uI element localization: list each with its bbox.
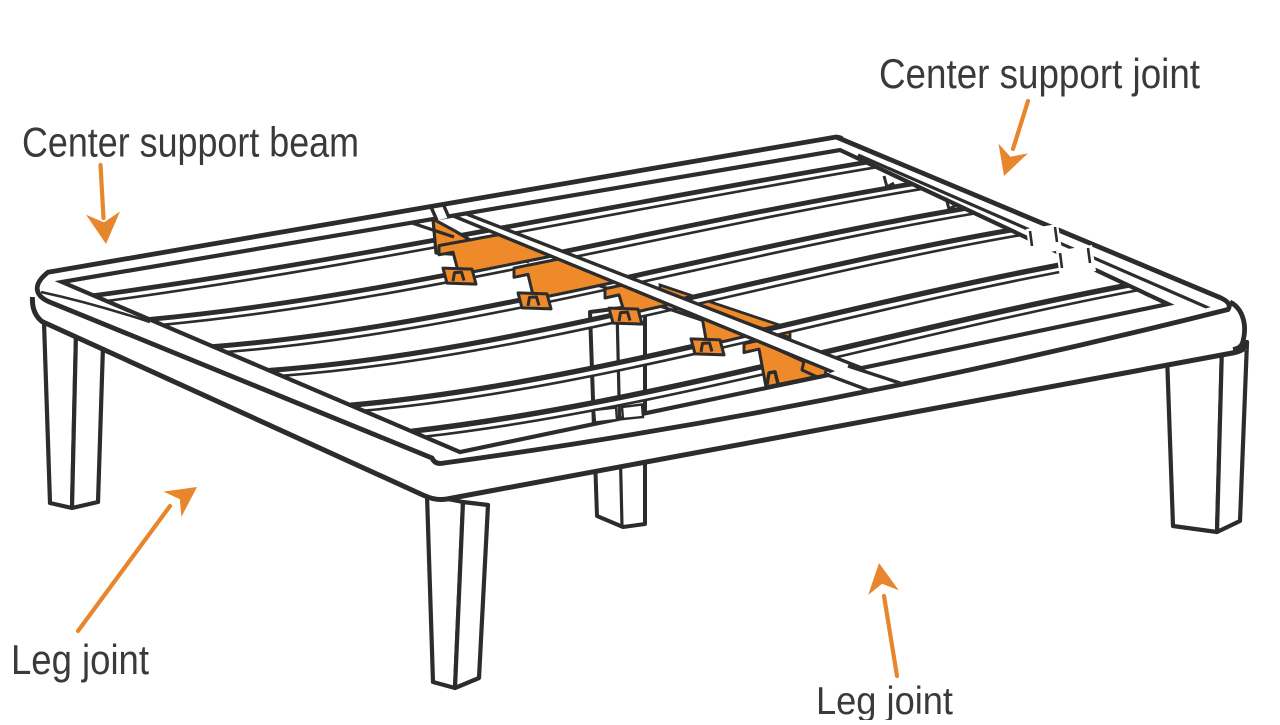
svg-text:Leg joint: Leg joint xyxy=(816,680,953,720)
svg-text:Center support beam: Center support beam xyxy=(22,119,359,166)
svg-text:Leg joint: Leg joint xyxy=(11,636,149,683)
svg-text:Center support joint: Center support joint xyxy=(879,50,1200,97)
